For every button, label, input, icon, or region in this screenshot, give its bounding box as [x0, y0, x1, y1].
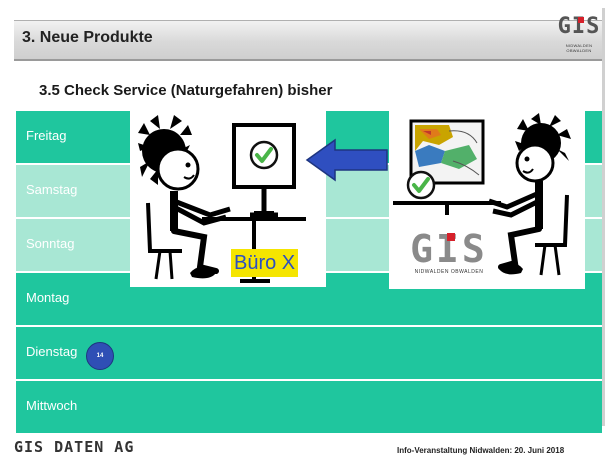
left-arrow-icon	[305, 138, 388, 182]
gis-logo: GIS NIDWALDEN OBWALDEN	[553, 14, 605, 58]
day-label: Dienstag	[26, 344, 78, 359]
day-label: Samstag	[26, 182, 78, 197]
day-label: Sonntag	[26, 236, 75, 251]
gis-panel-logo-subtext: NIDWALDEN OBWALDEN	[414, 269, 484, 275]
day-label: Freitag	[26, 128, 67, 143]
logo-red-dot	[578, 17, 584, 23]
footer-company: GIS DATEN AG	[14, 438, 135, 456]
right-edge-rule	[602, 8, 605, 426]
slide-title: 3. Neue Produkte	[22, 29, 153, 46]
slide-number-badge: 14	[86, 342, 114, 370]
day-row-wednesday: Mittwoch	[16, 381, 602, 433]
day-label: Mittwoch	[26, 398, 78, 413]
footer-event: Info-Veranstaltung Nidwalden: 20. Juni 2…	[397, 446, 565, 455]
gis-panel-logo-dot	[447, 233, 455, 241]
title-bar	[14, 20, 602, 61]
gis-illustration: GIS NIDWALDEN OBWALDEN	[389, 111, 585, 289]
gis-panel-logo: GIS NIDWALDEN OBWALDEN	[399, 229, 499, 275]
office-label: Büro X	[231, 249, 299, 277]
section-subtitle: 3.5 Check Service (Naturgefahren) bisher	[39, 82, 333, 99]
logo-subtext: NIDWALDEN OBWALDEN	[565, 43, 593, 53]
office-illustration: Büro X	[130, 111, 326, 287]
person-at-computer-icon	[138, 115, 306, 283]
day-label: Montag	[26, 290, 70, 305]
person-with-map-icon	[393, 113, 571, 276]
